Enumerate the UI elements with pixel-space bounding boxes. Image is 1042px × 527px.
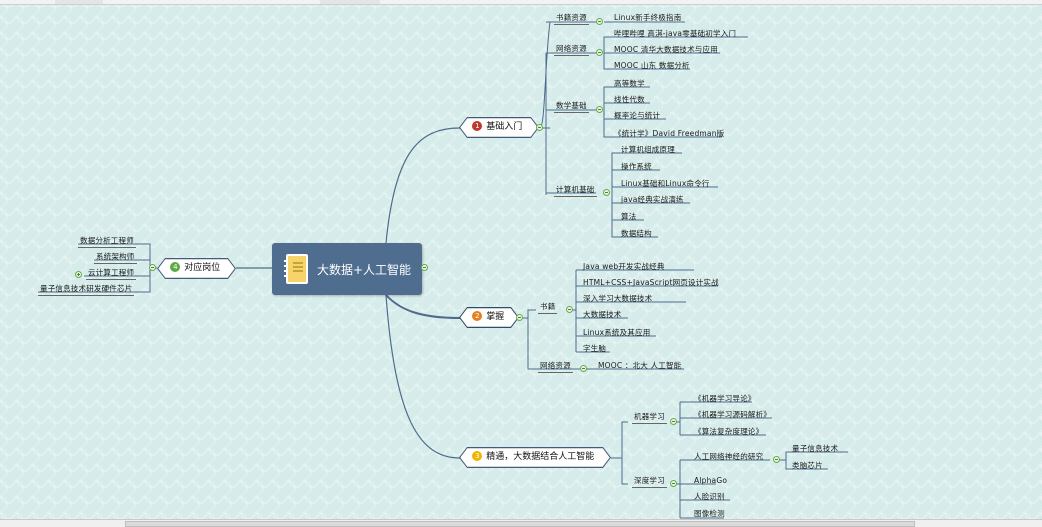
collapse-toggle-icon[interactable] <box>596 106 603 113</box>
collapse-toggle-icon[interactable] <box>596 49 603 56</box>
topic-item[interactable]: 字生脑 <box>583 344 607 353</box>
topic-item[interactable]: 哔哩哔哩 高淇-java零基础初学入门 <box>614 29 737 38</box>
notebook-icon <box>284 254 308 284</box>
subtopic-books[interactable]: 书籍 <box>538 302 558 314</box>
horizontal-scrollbar[interactable] <box>0 519 1042 527</box>
collapse-toggle-icon[interactable] <box>536 124 543 131</box>
collapse-toggle-icon[interactable] <box>670 418 677 425</box>
topic-item[interactable]: MOOC ：北大 人工智能 <box>598 361 682 370</box>
topic-item[interactable]: 操作系统 <box>621 162 652 171</box>
topic-item[interactable]: MOOC 清华大数据技术与应用 <box>614 45 718 54</box>
topic-item[interactable]: 深入学习大数据技术 <box>583 294 653 303</box>
collapse-toggle-icon[interactable] <box>566 306 573 313</box>
topic-item[interactable]: 概率论与统计 <box>614 111 661 120</box>
branch-node-basics[interactable]: 1 基础入门 <box>459 117 539 138</box>
top-toolbar-strip <box>0 0 1042 5</box>
collapse-toggle-icon[interactable] <box>421 264 428 271</box>
topic-item[interactable]: 数据分析工程师 <box>78 236 136 248</box>
subtopic-deep-learning[interactable]: 深度学习 <box>632 476 667 488</box>
topic-item[interactable]: 线性代数 <box>614 95 645 104</box>
topic-item[interactable]: 计算机组成原理 <box>621 145 675 154</box>
topic-item[interactable]: 《机器学习源码解析》 <box>694 410 771 419</box>
expand-toggle-icon[interactable] <box>75 271 82 278</box>
collapse-toggle-icon[interactable] <box>670 480 677 487</box>
topic-item[interactable]: MOOC 山东 数据分析 <box>614 61 690 70</box>
topic-item[interactable]: 量子信息技术 <box>792 444 839 453</box>
topic-item[interactable]: 人脸识别 <box>694 492 725 501</box>
branch-label: 精通，大数据结合人工智能 <box>486 452 595 463</box>
branch-node-positions[interactable]: 4 对应岗位 <box>157 258 236 279</box>
collapse-toggle-icon[interactable] <box>603 189 610 196</box>
topic-item[interactable]: 大数据技术 <box>583 310 622 319</box>
topic-item[interactable]: 《统计学》David Freedman版 <box>614 129 725 138</box>
priority-4-badge-icon: 4 <box>170 262 180 272</box>
topic-item[interactable]: Linux新手终极指南 <box>614 13 682 22</box>
subtopic-computer[interactable]: 计算机基础 <box>554 185 597 197</box>
branch-label: 掌握 <box>486 312 505 323</box>
branch-label: 对应岗位 <box>184 263 221 274</box>
collapse-toggle-icon[interactable] <box>773 456 780 463</box>
central-topic-label: 大数据+人工智能 <box>317 263 412 277</box>
branch-node-expert[interactable]: 3 精通，大数据结合人工智能 <box>459 447 611 468</box>
subtopic-books[interactable]: 书籍资源 <box>554 13 589 25</box>
topic-item[interactable]: 图像检测 <box>694 509 725 518</box>
topic-item[interactable]: 类脑芯片 <box>792 461 823 470</box>
topic-item[interactable]: java经典实战演练 <box>621 195 684 204</box>
topic-item[interactable]: 数据结构 <box>621 229 652 238</box>
topic-item[interactable]: 人工网络神经的研究 <box>694 452 764 461</box>
subtopic-online[interactable]: 网络资源 <box>554 44 589 56</box>
topic-item[interactable]: 高等数学 <box>614 79 645 88</box>
topic-item[interactable]: Linux系统及其应用 <box>583 328 651 337</box>
branch-label: 基础入门 <box>486 122 523 133</box>
branch-node-master[interactable]: 2 掌握 <box>459 307 519 328</box>
priority-1-badge-icon: 1 <box>472 121 482 131</box>
subtopic-machine-learning[interactable]: 机器学习 <box>632 412 667 424</box>
subtopic-online[interactable]: 网络资源 <box>538 361 573 373</box>
collapse-toggle-icon[interactable] <box>580 365 587 372</box>
collapse-toggle-icon[interactable] <box>596 18 603 25</box>
priority-2-badge-icon: 2 <box>472 311 482 321</box>
collapse-toggle-icon[interactable] <box>516 314 523 321</box>
topic-item[interactable]: HTML+CSS+JavaScript网页设计实战 <box>583 278 719 287</box>
topic-item[interactable]: 系统架构师 <box>94 252 137 264</box>
topic-item[interactable]: Java web开发实战经典 <box>583 262 665 271</box>
topic-item[interactable]: Linux基础和Linux命令行 <box>621 179 710 188</box>
scrollbar-thumb[interactable] <box>125 521 915 527</box>
topic-item[interactable]: 量子信息技术研发硬件芯片 <box>38 284 135 296</box>
subtopic-math[interactable]: 数学基础 <box>554 101 589 113</box>
priority-3-badge-icon: 3 <box>472 451 482 461</box>
collapse-toggle-icon[interactable] <box>149 264 156 271</box>
topic-item[interactable]: 云计算工程师 <box>86 268 137 280</box>
topic-item[interactable]: 《机器学习导论》 <box>694 394 756 403</box>
topic-item[interactable]: 算法 <box>621 212 637 221</box>
topic-item[interactable]: 《算法复杂度理论》 <box>694 427 764 436</box>
central-topic[interactable]: 大数据+人工智能 <box>272 243 422 295</box>
topic-item[interactable]: AlphaGo <box>694 476 728 485</box>
